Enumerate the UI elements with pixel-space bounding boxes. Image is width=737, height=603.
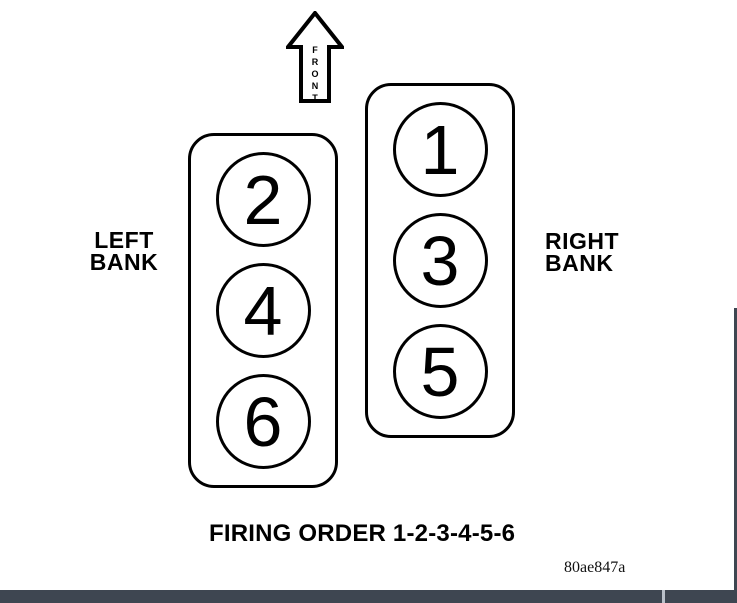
right-bank-label-line1: RIGHT xyxy=(545,228,620,254)
firing-order-caption: FIRING ORDER 1-2-3-4-5-6 xyxy=(209,520,516,547)
left-bank-label: LEFT BANK xyxy=(86,227,162,275)
right-edge-line xyxy=(734,308,737,603)
right-bank-label: RIGHT BANK xyxy=(545,228,620,276)
cylinder-6-circle: 6 xyxy=(215,374,311,469)
bottom-bar-divider xyxy=(662,590,665,603)
cylinder-2-circle: 2 xyxy=(215,152,311,247)
front-arrow-icon xyxy=(286,11,344,103)
cylinder-1-circle: 1 xyxy=(392,102,488,197)
front-label: FRONT xyxy=(310,45,320,105)
left-bank-outline: 2 4 6 xyxy=(188,133,338,488)
left-bank-label-line1: LEFT xyxy=(94,227,154,253)
cylinder-4-circle: 4 xyxy=(215,263,311,358)
left-bank-label-line2: BANK xyxy=(89,249,159,275)
figure-id-label: 80ae847a xyxy=(564,559,626,576)
right-bank-outline: 1 3 5 xyxy=(365,83,515,438)
bottom-bar xyxy=(0,590,737,603)
cylinder-3-circle: 3 xyxy=(392,213,488,308)
cylinder-5-circle: 5 xyxy=(392,324,488,419)
right-bank-label-line2: BANK xyxy=(545,250,614,276)
